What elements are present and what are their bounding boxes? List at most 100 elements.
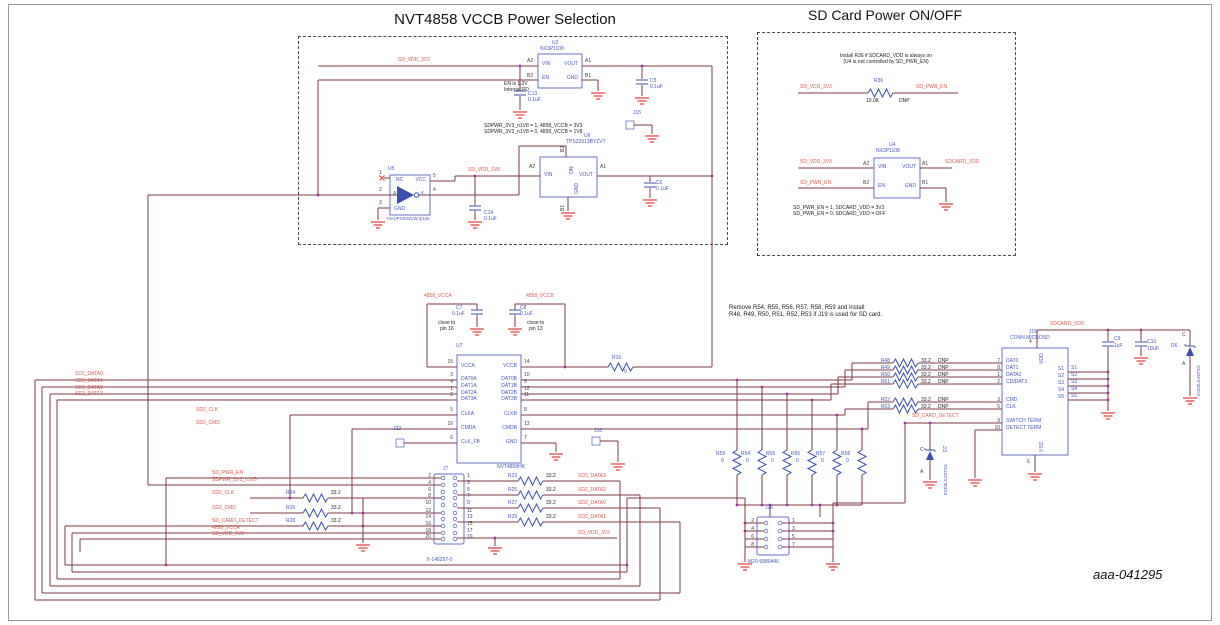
schematic-text: 4858_VCCA: [424, 293, 452, 299]
schematic-text: S3: [1071, 379, 1078, 385]
schematic-text: VCCA: [461, 363, 475, 369]
schematic-text: 14: [524, 359, 530, 365]
schematic-text: 33.2: [546, 500, 556, 506]
schematic-text: 0: [796, 458, 799, 464]
schematic-text: CMD: [1006, 397, 1018, 403]
schematic-text: R48, R49, R50, R51, R52, R53 if J19 is u…: [729, 312, 883, 318]
schematic-text: J19: [1029, 329, 1038, 335]
schematic-text: CLK_FB: [461, 439, 480, 445]
ic-u3-nx3p1108: [537, 53, 583, 89]
schematic-text: SD_VDD_3V3: [578, 530, 610, 536]
schematic-text: 1uF: [1114, 343, 1123, 349]
schematic-text: SD2_DATA1: [75, 378, 103, 384]
schematic-text: 0.1uF: [452, 311, 465, 317]
schematic-text: Internal PD: [504, 87, 530, 93]
schematic-text: SD_CARD_DETECT: [212, 518, 259, 524]
schematic-text: EN: [878, 183, 885, 189]
schematic-text: 2: [450, 392, 453, 398]
schematic-text: 4: [433, 187, 436, 193]
schematic-text: SD2_DATA0: [75, 371, 103, 377]
document-code: aaa-041295: [1093, 567, 1163, 582]
schematic-text: 10.0K: [866, 98, 880, 104]
schematic-text: 33.2: [921, 379, 931, 385]
schematic-text: J26: [765, 505, 774, 511]
schematic-text: CONN MICROSD: [1010, 335, 1050, 341]
schematic-text: 7: [997, 358, 1000, 364]
schematic-text: 6: [450, 435, 453, 441]
schematic-text: A1: [600, 164, 607, 170]
schematic-text: R29: [508, 514, 518, 520]
schematic-text: 0: [821, 458, 824, 464]
schematic-text: C10: [1147, 339, 1157, 345]
schematic-text: TPS22913BYZVT: [566, 139, 606, 145]
schematic-text: DAT1A: [461, 383, 477, 389]
schematic-text: pin 13: [529, 326, 543, 332]
schematic-text: A2: [527, 58, 534, 64]
schematic-text: ESD9L5.0ST5G: [943, 464, 948, 495]
schematic-text: SDCARD_VDD: [1050, 321, 1085, 327]
schematic-text: SD2_DATA3: [75, 391, 103, 397]
schematic-text: 2: [997, 379, 1000, 385]
schematic-text: CLK: [1006, 404, 1016, 410]
schematic-text: R53: [880, 404, 890, 410]
connector-j19-microsd: [1001, 347, 1069, 456]
schematic-text: B2: [560, 145, 566, 152]
schematic-text: 13: [467, 514, 473, 520]
schematic-text: R26: [286, 505, 296, 511]
schematic-text: DNP: [938, 358, 949, 364]
inverter-bubble-icon: [413, 192, 420, 198]
schematic-text: J15: [633, 110, 642, 116]
schematic-text: R25: [508, 487, 518, 493]
schematic-text: C: [1182, 332, 1186, 338]
inverter-triangle-icon: [397, 186, 414, 204]
schematic-text: DNP: [938, 404, 949, 410]
schematic-text: 3: [450, 372, 453, 378]
schematic-text: GND: [394, 206, 406, 212]
schematic-text: 3: [792, 526, 795, 532]
schematic-text: U3: [552, 40, 559, 46]
schematic-text: 7: [467, 493, 470, 499]
schematic-text: 8: [997, 365, 1000, 371]
schematic-text: 8: [751, 542, 754, 548]
schematic-text: C13: [528, 91, 538, 97]
schematic-text: SD2_CMD: [212, 505, 236, 511]
schematic-text: (U4 is not controlled by SD_PWR_EN): [843, 59, 929, 65]
schematic-text: 10: [524, 372, 530, 378]
schematic-text: ON: [569, 166, 575, 175]
schematic-text: Install R36 if SDCARD_VDD is always on: [840, 53, 932, 59]
sheet-border: [8, 4, 1212, 621]
schematic-text: CD/DAT3: [1006, 379, 1028, 385]
schematic-text: VOUT: [902, 164, 916, 170]
schematic-text: 3: [997, 397, 1000, 403]
schematic-text: M20-9980446: [748, 559, 779, 565]
dashed-group-sd-power: [757, 32, 1016, 256]
schematic-text: Y: [420, 191, 424, 197]
schematic-text: C6: [656, 180, 663, 186]
schematic-text: 1: [379, 170, 382, 176]
schematic-text: C: [920, 447, 924, 453]
schematic-text: SDPWR_3V3_n1V8 = 1, 4858_VCCB = 3V3: [484, 123, 583, 129]
schematic-text: SD2_CMD: [196, 420, 220, 426]
schematic-text: SD2_DATA0: [578, 500, 606, 506]
schematic-text: R48: [880, 358, 890, 364]
schematic-text: 33.2: [546, 487, 556, 493]
schematic-text: NX3P1108: [876, 148, 900, 154]
schematic-text: VIN: [878, 164, 887, 170]
schematic-text: SD_VDD_3V3: [398, 57, 430, 63]
schematic-text: 4858_VCCA: [212, 525, 240, 531]
schematic-text: 6: [751, 534, 754, 540]
schematic-text: DNP: [899, 98, 910, 104]
section-title-vccb-power-selection: NVT4858 VCCB Power Selection: [394, 11, 616, 28]
schematic-text: EN: [542, 75, 549, 81]
schematic-text: SD2_CLK: [196, 407, 219, 413]
schematic-text: DNP: [938, 372, 949, 378]
schematic-text: B1: [560, 204, 566, 211]
schematic-text: U4: [889, 142, 896, 148]
schematic-text: EN is 1.2V: [504, 81, 528, 87]
schematic-text: B1: [585, 73, 592, 79]
schematic-text: R24: [286, 490, 296, 496]
schematic-text: ESD9L5.0ST5G: [1196, 365, 1201, 396]
schematic-text: 6: [428, 487, 431, 493]
schematic-text: U6: [584, 133, 591, 139]
